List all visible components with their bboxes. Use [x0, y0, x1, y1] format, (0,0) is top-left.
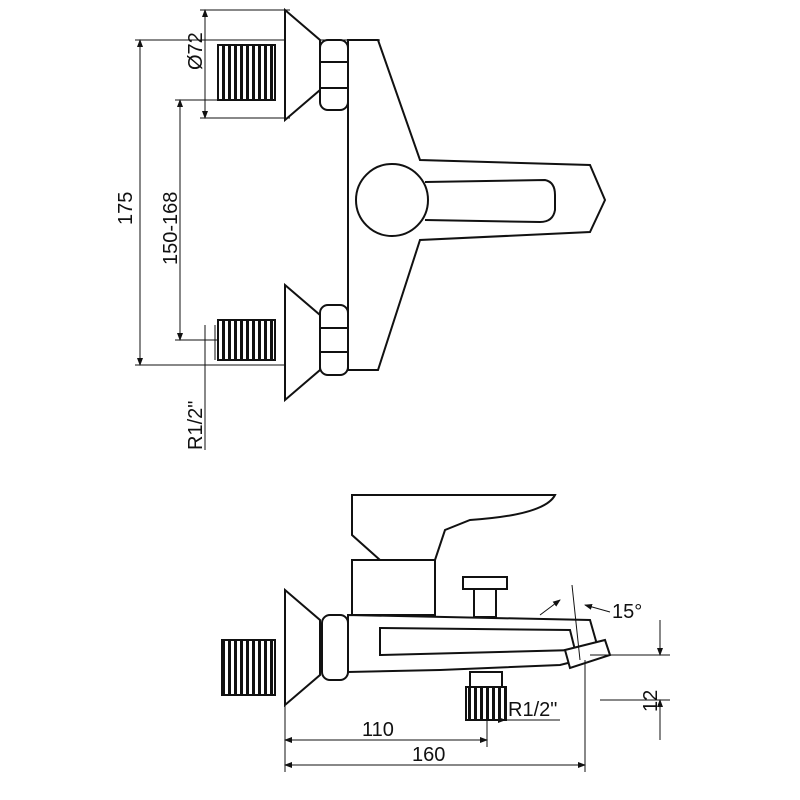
thread-icon	[217, 319, 276, 361]
wall-inlet-side	[221, 587, 349, 708]
thread-icon	[221, 639, 276, 696]
flange-icon	[284, 587, 321, 708]
lower-inlet	[217, 282, 349, 403]
dim-outlet-thread-label: R1/2"	[508, 699, 557, 721]
mixer-body-top	[347, 39, 607, 371]
dim-total-depth-label: 160	[412, 744, 445, 766]
flange-icon	[284, 7, 321, 123]
upper-inlet	[217, 7, 349, 123]
spout-body	[347, 613, 612, 674]
dim-angle-label: 15°	[612, 601, 642, 623]
dim-flange-label: Ø72	[185, 32, 207, 70]
top-view: Ø72 175 150-168 R1/2"	[115, 7, 607, 450]
dim-inlet-spacing-label: 150-168	[160, 192, 182, 265]
bottom-outlet	[465, 671, 507, 721]
flange-icon	[284, 282, 321, 403]
thread-icon	[217, 44, 276, 101]
thread-icon	[465, 686, 507, 721]
dim-height-label: 175	[115, 192, 137, 225]
dim-outlet-offset-label: 110	[362, 719, 394, 741]
nut-icon	[319, 304, 349, 376]
dim-thread-label: R1/2"	[185, 401, 207, 450]
side-view: 15° 12 110 160 R1/2"	[221, 494, 670, 772]
lever-hub-icon	[355, 163, 429, 237]
lever-side	[351, 494, 557, 616]
nut-icon	[319, 39, 349, 111]
dim-spout-drop-label: 12	[640, 690, 662, 712]
nut-icon	[321, 614, 349, 681]
diverter-knob	[462, 576, 508, 618]
dimension-lines-side	[284, 584, 670, 772]
